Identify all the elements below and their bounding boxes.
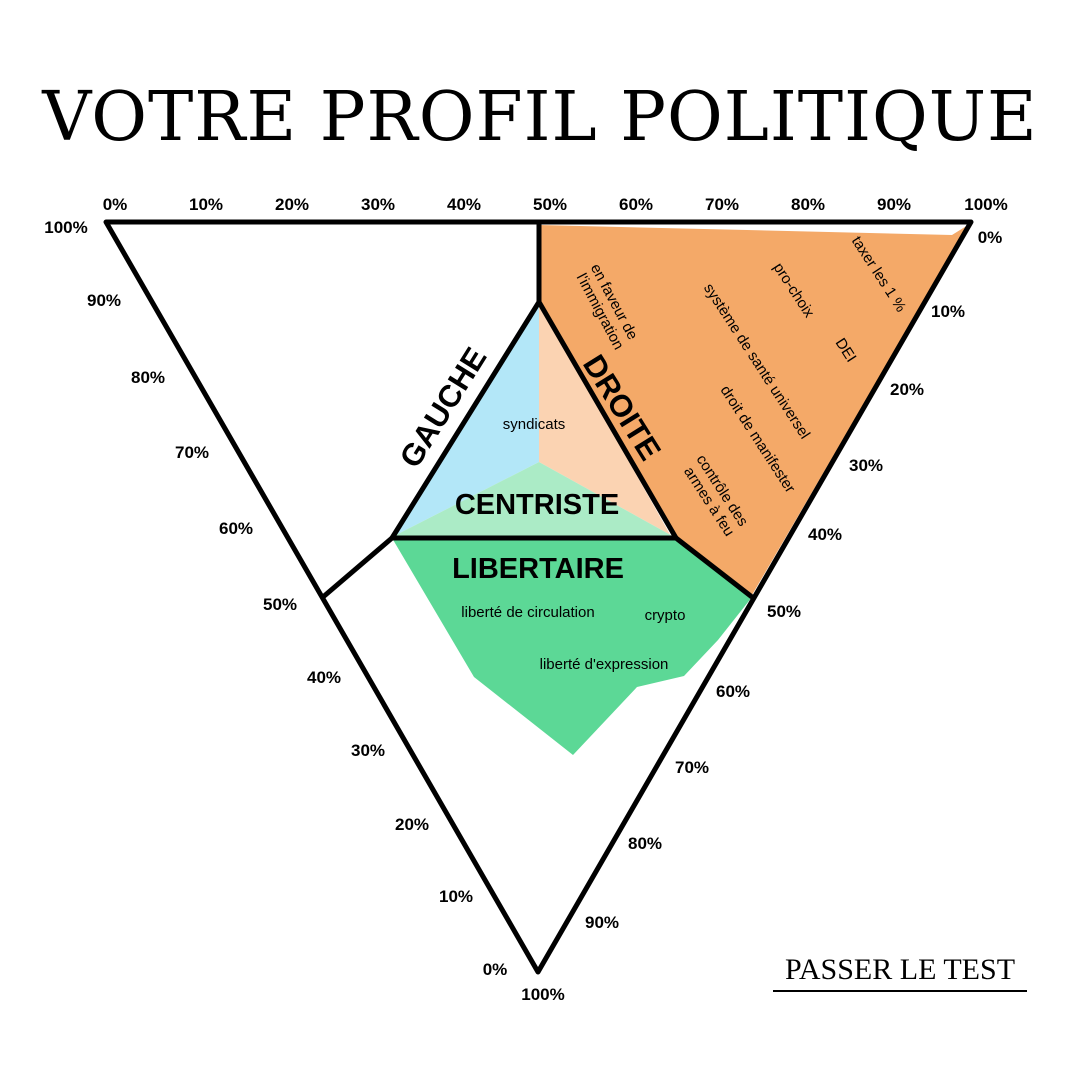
top-tick-30: 30%: [361, 195, 395, 214]
left-tick-50: 50%: [263, 595, 297, 614]
droite-region-fill: [539, 225, 968, 595]
top-tick-20: 20%: [275, 195, 309, 214]
right-tick-70: 70%: [675, 758, 709, 777]
top-tick-80: 80%: [791, 195, 825, 214]
top-tick-70: 70%: [705, 195, 739, 214]
right-tick-60: 60%: [716, 682, 750, 701]
right-axis-ticks: 0% 10% 20% 30% 40% 50% 60% 70% 80% 90% 1…: [521, 228, 1002, 1004]
page-title: VOTRE PROFIL POLITIQUE: [42, 78, 1038, 157]
issue-expression: liberté d'expression: [540, 656, 669, 673]
libertaire-label: LIBERTAIRE: [452, 553, 624, 585]
right-tick-90: 90%: [585, 913, 619, 932]
libertaire-region-fill: [392, 538, 752, 755]
droite-inner-region-fill: [539, 302, 676, 538]
issue-crypto: crypto: [645, 607, 686, 624]
right-tick-100: 100%: [521, 985, 564, 1004]
left-divider-line: [321, 536, 394, 599]
top-tick-0: 0%: [103, 195, 128, 214]
inner-triangle-outline: [389, 300, 679, 541]
triangle-outlines: [103, 219, 974, 975]
issue-syndicats: syndicats: [503, 416, 566, 433]
left-tick-0: 0%: [483, 960, 508, 979]
left-tick-70: 70%: [175, 443, 209, 462]
centriste-region-fill: [392, 462, 676, 538]
right-divider-line: [674, 536, 754, 599]
left-tick-60: 60%: [219, 519, 253, 538]
left-tick-90: 90%: [87, 291, 121, 310]
left-tick-100: 100%: [44, 218, 87, 237]
right-tick-20: 20%: [890, 380, 924, 399]
top-tick-10: 10%: [189, 195, 223, 214]
right-tick-30: 30%: [849, 456, 883, 475]
right-tick-40: 40%: [808, 525, 842, 544]
top-tick-100: 100%: [964, 195, 1007, 214]
centriste-label: CENTRISTE: [455, 489, 619, 521]
right-tick-50: 50%: [767, 602, 801, 621]
left-tick-20: 20%: [395, 815, 429, 834]
take-test-link[interactable]: PASSER LE TEST: [773, 952, 1027, 992]
right-tick-80: 80%: [628, 834, 662, 853]
left-tick-10: 10%: [439, 887, 473, 906]
top-tick-90: 90%: [877, 195, 911, 214]
left-tick-30: 30%: [351, 741, 385, 760]
left-tick-40: 40%: [307, 668, 341, 687]
top-tick-50: 50%: [533, 195, 567, 214]
top-tick-60: 60%: [619, 195, 653, 214]
left-tick-80: 80%: [131, 368, 165, 387]
issue-circulation: liberté de circulation: [461, 604, 594, 621]
right-tick-10: 10%: [931, 302, 965, 321]
right-tick-0: 0%: [978, 228, 1003, 247]
top-axis-ticks: 0% 10% 20% 30% 40% 50% 60% 70% 80% 90% 1…: [103, 195, 1008, 214]
left-axis-ticks: 100% 90% 80% 70% 60% 50% 40% 30% 20% 10%…: [44, 218, 507, 979]
top-tick-40: 40%: [447, 195, 481, 214]
